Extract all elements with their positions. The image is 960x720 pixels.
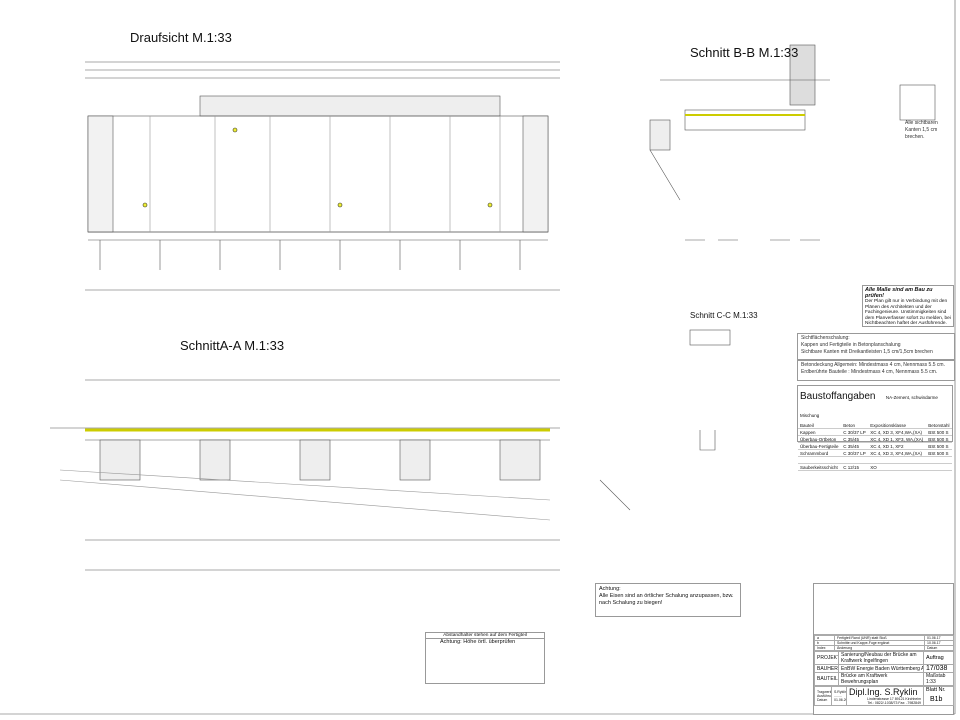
massstab-label: Maßstab xyxy=(926,673,946,680)
cell xyxy=(841,456,869,464)
auftrag-value: 17/038 xyxy=(923,664,954,673)
abstandhalter-subtitle: Achtung: Höhe örtl. überprüfen xyxy=(440,639,516,645)
table-row xyxy=(798,456,952,464)
engineer-address: Lindenstrasse 17 89121 Kirchheim xyxy=(867,697,921,701)
title-draufsicht: Draufsicht M.1:33 xyxy=(130,30,232,45)
bauteil-value: Brücke am Kraftwerk xyxy=(841,673,888,680)
cell: XC 4, XD 3, XF4,WA,(XA) xyxy=(868,449,927,457)
projekt-label: PROJEKT: xyxy=(814,651,839,665)
cell: Überbau-Ortbeton xyxy=(798,435,842,443)
note-main-text: Der Plan gilt nur in Verbindung mit den … xyxy=(865,299,951,327)
abstandhalter-box: Abstandhalter stehen auf dem Fertigteil … xyxy=(425,632,545,684)
cell: XC 4, XD 3, XF4,WA,(XA) xyxy=(868,428,927,436)
abstandhalter-title: Abstandhalter stehen auf dem Fertigteil xyxy=(426,633,544,639)
cell: Schrammbord xyxy=(798,449,842,457)
schalung-line: Sichtbare Kanten mit Dreikantleisten 1,5… xyxy=(801,349,933,355)
achtung-note: Achtung: Alle Eisen sind an örtlicher Sc… xyxy=(595,583,741,617)
cell: Änderung xyxy=(834,645,925,651)
cell: Sauberkeitsschicht xyxy=(798,463,842,471)
cell xyxy=(798,456,842,464)
title-schnitt-cc: Schnitt C-C M.1:33 xyxy=(690,311,758,320)
cell xyxy=(926,463,952,471)
bauteil-label: BAUTEIL: xyxy=(814,672,839,686)
cell xyxy=(868,456,927,464)
projekt-value: Sanierung/Neubau der Brücke am Kraftwerk… xyxy=(838,651,924,665)
cell: BSt 500 S xyxy=(926,442,952,450)
auftrag-label: Auftrag xyxy=(923,651,954,665)
schalung-line: Kappen und Fertigteile in Betonplanschal… xyxy=(801,342,901,348)
massstab-value: 1:33 xyxy=(926,679,936,685)
cell: BSt 500 S xyxy=(926,449,952,457)
betondeckung-note: Betondeckung Allgemein: Mindestmass 4 cm… xyxy=(797,360,955,381)
betondeckung-line: Betondeckung Allgemein: Mindestmass 4 cm… xyxy=(801,362,945,368)
cell: XC 4, XD 1, XF3, WA,(XA) xyxy=(868,435,927,443)
section-bb xyxy=(649,44,936,241)
meta-value: ........ xyxy=(834,694,842,698)
cell: XC 4, XD 1, XF2 xyxy=(868,442,927,450)
cell: Kappen xyxy=(798,428,842,436)
meta-label: Tragwerksplanung xyxy=(817,690,832,694)
achtung-heading: Achtung: xyxy=(599,586,621,592)
cell: XO xyxy=(868,463,927,471)
cell: C 35/45 xyxy=(841,442,869,450)
cell: BSt 500 S xyxy=(926,428,952,436)
cell: C 35/45 xyxy=(841,435,869,443)
title-schnitt-aa: SchnittA-A M.1:33 xyxy=(180,338,285,353)
cell: Überbau-Fertigteile xyxy=(798,442,842,450)
meta-value: S.Ryklin xyxy=(834,690,847,694)
bauherr-value: EnBW Energie Baden Württemberg AG xyxy=(838,664,924,673)
cell: Index xyxy=(814,645,835,651)
baustoff-subtitle: NA-Zement, schwindarme Mischung xyxy=(800,395,938,418)
cell: C 30/37 LP xyxy=(841,449,869,457)
plan-view xyxy=(85,61,560,291)
plan-type: Bewehrungsplan xyxy=(841,679,879,685)
bauherr-label: BAUHERR: xyxy=(814,664,839,673)
cell: BSt 500 S xyxy=(926,435,952,443)
th: Beton xyxy=(841,422,869,429)
schalung-note: Sichtflächenschalung: Kappen und Fertigt… xyxy=(797,333,955,360)
th: Expositionsklasse xyxy=(868,422,927,429)
engineer-phone: Tel.: 0822/-1038/73 Fax: -7982849 xyxy=(867,701,921,705)
meta-label: Datum xyxy=(817,698,828,702)
note-main-heading: Alle Maße sind am Bau zu prüfen! xyxy=(865,287,933,299)
baustoff-table: Baustoffangaben NA-Zement, schwindarme M… xyxy=(797,385,953,471)
betondeckung-line: Erdberührte Bauteile : Mindestmass 4 cm,… xyxy=(801,369,938,375)
cell: C 12/15 xyxy=(841,463,869,471)
schalung-line: Sichtflächenschalung: xyxy=(801,335,850,341)
achtung-text: Alle Eisen sind an örtlicher Schalung an… xyxy=(599,593,734,606)
th: Bauteil xyxy=(798,422,842,429)
meta-value: 01.06.2017 xyxy=(834,698,846,702)
meta-label: Ausführungsplanung xyxy=(817,694,832,698)
section-cc xyxy=(599,329,731,511)
baustoff-title: Baustoffangaben xyxy=(800,391,876,402)
blatt-label: Blatt Nr. xyxy=(926,687,946,694)
section-aa xyxy=(50,379,560,571)
note-bb: Alle sichtbaren Kanten 1,5 cm brechen. xyxy=(905,120,938,140)
cell xyxy=(926,456,952,464)
cell: C 30/37 LP xyxy=(841,428,869,436)
blatt-value: B1b xyxy=(930,696,943,703)
th: Betonstahl xyxy=(926,422,952,429)
note-main: Alle Maße sind am Bau zu prüfen! Der Pla… xyxy=(862,285,954,327)
engineer-name: Dipl.Ing. S.Ryklin xyxy=(849,687,918,698)
title-schnitt-bb: Schnitt B-B M.1:33 xyxy=(690,45,799,60)
cell: Datum xyxy=(924,645,954,651)
